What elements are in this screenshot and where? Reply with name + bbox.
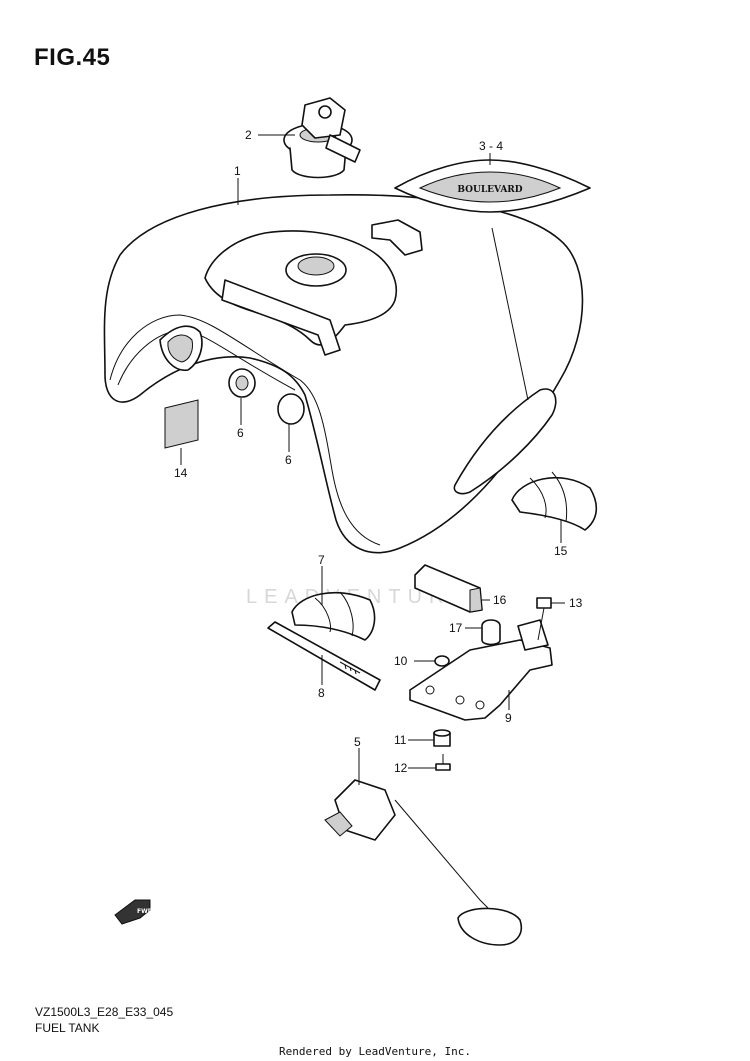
callout-10: 10 (394, 654, 408, 668)
callout-11: 11 (394, 733, 407, 747)
fuel-level-gauge[interactable] (324, 779, 522, 946)
tank-cushion-rear[interactable] (511, 471, 598, 531)
tank-band[interactable] (267, 621, 381, 691)
callout-12: 12 (394, 761, 408, 775)
grommet-right[interactable] (277, 393, 305, 425)
fuel-tank[interactable] (103, 193, 584, 554)
figure-title: FIG.45 (34, 44, 111, 71)
tank-cushion-front[interactable] (291, 591, 376, 641)
damper-block[interactable] (414, 564, 483, 613)
callout-labels: 1 2 3 - 4 5 6 6 7 8 9 10 11 12 13 14 15 … (174, 128, 583, 775)
callout-17: 17 (449, 621, 463, 635)
fwd-arrow-icon: FWD (114, 899, 153, 925)
callout-16: 16 (493, 593, 507, 607)
section-name: FUEL TANK (35, 1021, 100, 1035)
cushion-10[interactable] (434, 655, 450, 667)
callout-2: 2 (245, 128, 252, 142)
spacer-11[interactable] (433, 729, 451, 747)
callout-14: 14 (174, 466, 188, 480)
callout-5: 5 (354, 735, 361, 749)
caution-label[interactable] (164, 399, 199, 449)
rendered-by-credit: Rendered by LeadVenture, Inc. (278, 1045, 472, 1058)
fwd-label: FWD (137, 908, 153, 915)
callout-6a: 6 (237, 426, 244, 440)
bolt-13[interactable] (536, 597, 552, 641)
emblem-text: BOULEVARD (457, 185, 522, 195)
screw-12[interactable] (435, 754, 451, 771)
callout-9: 9 (505, 711, 512, 725)
callout-1: 1 (234, 164, 241, 178)
callout-6b: 6 (285, 453, 292, 467)
callout-8: 8 (318, 686, 325, 700)
leader-lines (180, 134, 565, 785)
callout-15: 15 (554, 544, 568, 558)
callout-7: 7 (318, 553, 325, 567)
callout-13: 13 (569, 596, 583, 610)
callout-3-4: 3 - 4 (479, 139, 503, 153)
fuel-cap[interactable] (283, 97, 361, 179)
grommet-left[interactable] (228, 368, 256, 398)
model-code: VZ1500L3_E28_E33_045 (35, 1005, 174, 1019)
rubber-damper[interactable] (481, 619, 501, 646)
tank-bracket[interactable] (409, 619, 553, 721)
tank-emblem[interactable]: BOULEVARD (394, 159, 591, 213)
